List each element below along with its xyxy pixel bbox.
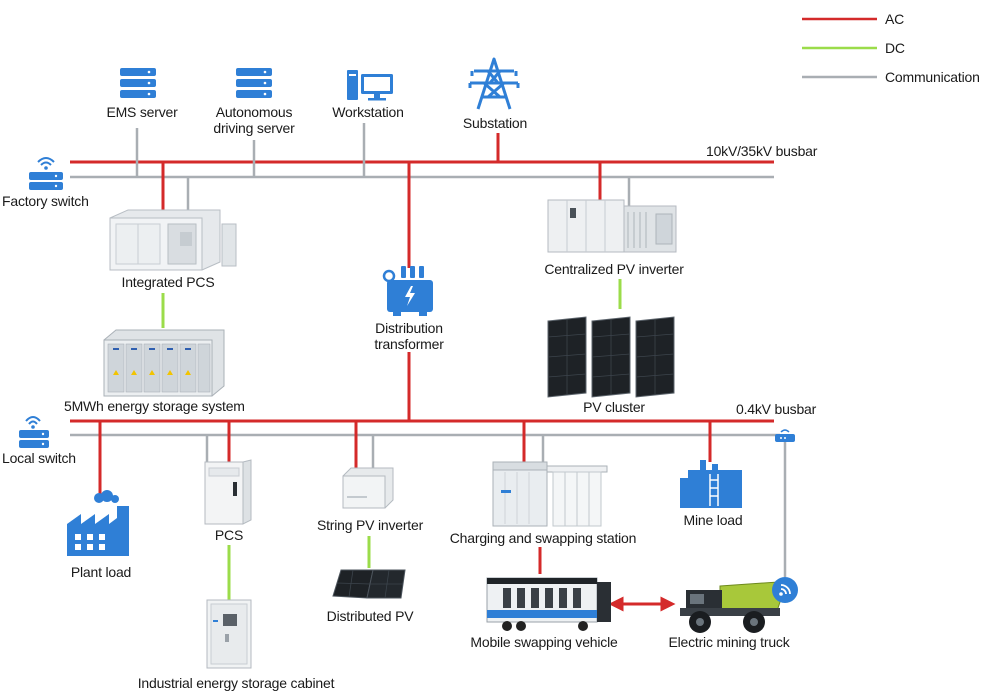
plant-load-label: Plant load [70,564,132,580]
distributed-pv-label: Distributed PV [326,608,414,624]
distributed-pv-icon [332,569,406,599]
string-pv-inverter-icon [342,467,394,509]
integrated-pcs-icon [109,209,237,271]
integrated-pcs-label: Integrated PCS [121,274,215,290]
distribution-transformer-icon [382,266,433,316]
distribution-transformer-label: Distribution transformer [374,320,444,352]
ems-server-label: EMS server [106,104,178,120]
autonomous-server-icon [236,68,272,98]
substation-label: Substation [462,115,528,131]
solar-panel-icon [635,316,675,398]
legend-communication-label: Communication [885,69,980,85]
solar-panel-icon [547,316,587,398]
charging-station-label: Charging and swapping station [449,530,637,546]
pcs-label: PCS [214,527,244,543]
autonomous-server-label: Autonomous driving server [213,104,295,136]
factory-switch-icon [29,157,63,190]
low-busbar-label: 0.4kV busbar [736,401,817,417]
charging-station-icon [492,461,608,527]
workstation-icon [347,70,393,101]
ems-server-icon [120,68,156,98]
industrial-cabinet-icon [206,599,252,669]
wireless-icon [772,577,798,603]
substation-icon [468,57,520,110]
plant-load-icon [67,490,129,556]
legend-ac-label: AC [885,11,905,27]
centralized-pv-inverter-label: Centralized PV inverter [544,261,684,277]
mobile-vehicle-label: Mobile swapping vehicle [470,634,618,650]
energy-storage-system-label: 5MWh energy storage system [64,398,245,414]
energy-storage-system-icon [103,329,225,397]
workstation-label: Workstation [332,104,404,120]
mining-truck-icon [680,581,783,633]
local-switch-label: Local switch [2,450,76,466]
string-pv-inverter-label: String PV inverter [316,517,424,533]
centralized-pv-inverter-icon [547,199,677,253]
pcs-icon [204,459,252,525]
mine-load-label: Mine load [683,512,743,528]
solar-panel-icon [591,316,631,398]
local-switch-icon [19,416,49,448]
mining-truck-label: Electric mining truck [668,634,790,650]
pv-cluster-label: PV cluster [583,399,645,415]
high-busbar-label: 10kV/35kV busbar [706,143,818,159]
router-icon [775,429,795,442]
factory-switch-label: Factory switch [2,193,89,209]
legend-dc-label: DC [885,40,905,56]
industrial-cabinet-label: Industrial energy storage cabinet [137,675,335,691]
mobile-vehicle-icon [486,577,611,631]
mine-load-icon [680,460,742,508]
pv-cluster-icon [547,316,675,398]
